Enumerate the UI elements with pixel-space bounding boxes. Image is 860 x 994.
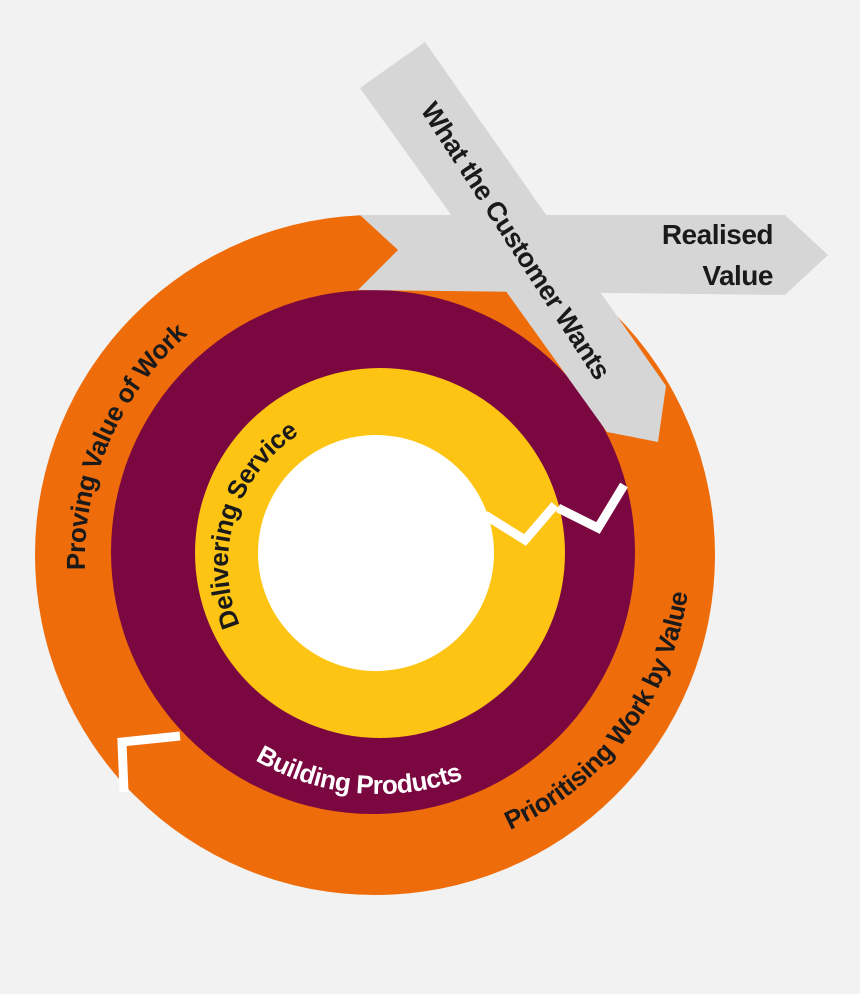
- realised-value-label-line2: Value: [702, 260, 773, 291]
- customer-wants-arrow: [360, 42, 666, 442]
- realised-value-label-line1: Realised: [662, 219, 773, 250]
- zigzag-connector-middle: [555, 482, 628, 534]
- center-circle: [258, 435, 494, 671]
- zigzag-connector-outer: [117, 731, 181, 793]
- zigzag-connector-inner: [482, 502, 559, 546]
